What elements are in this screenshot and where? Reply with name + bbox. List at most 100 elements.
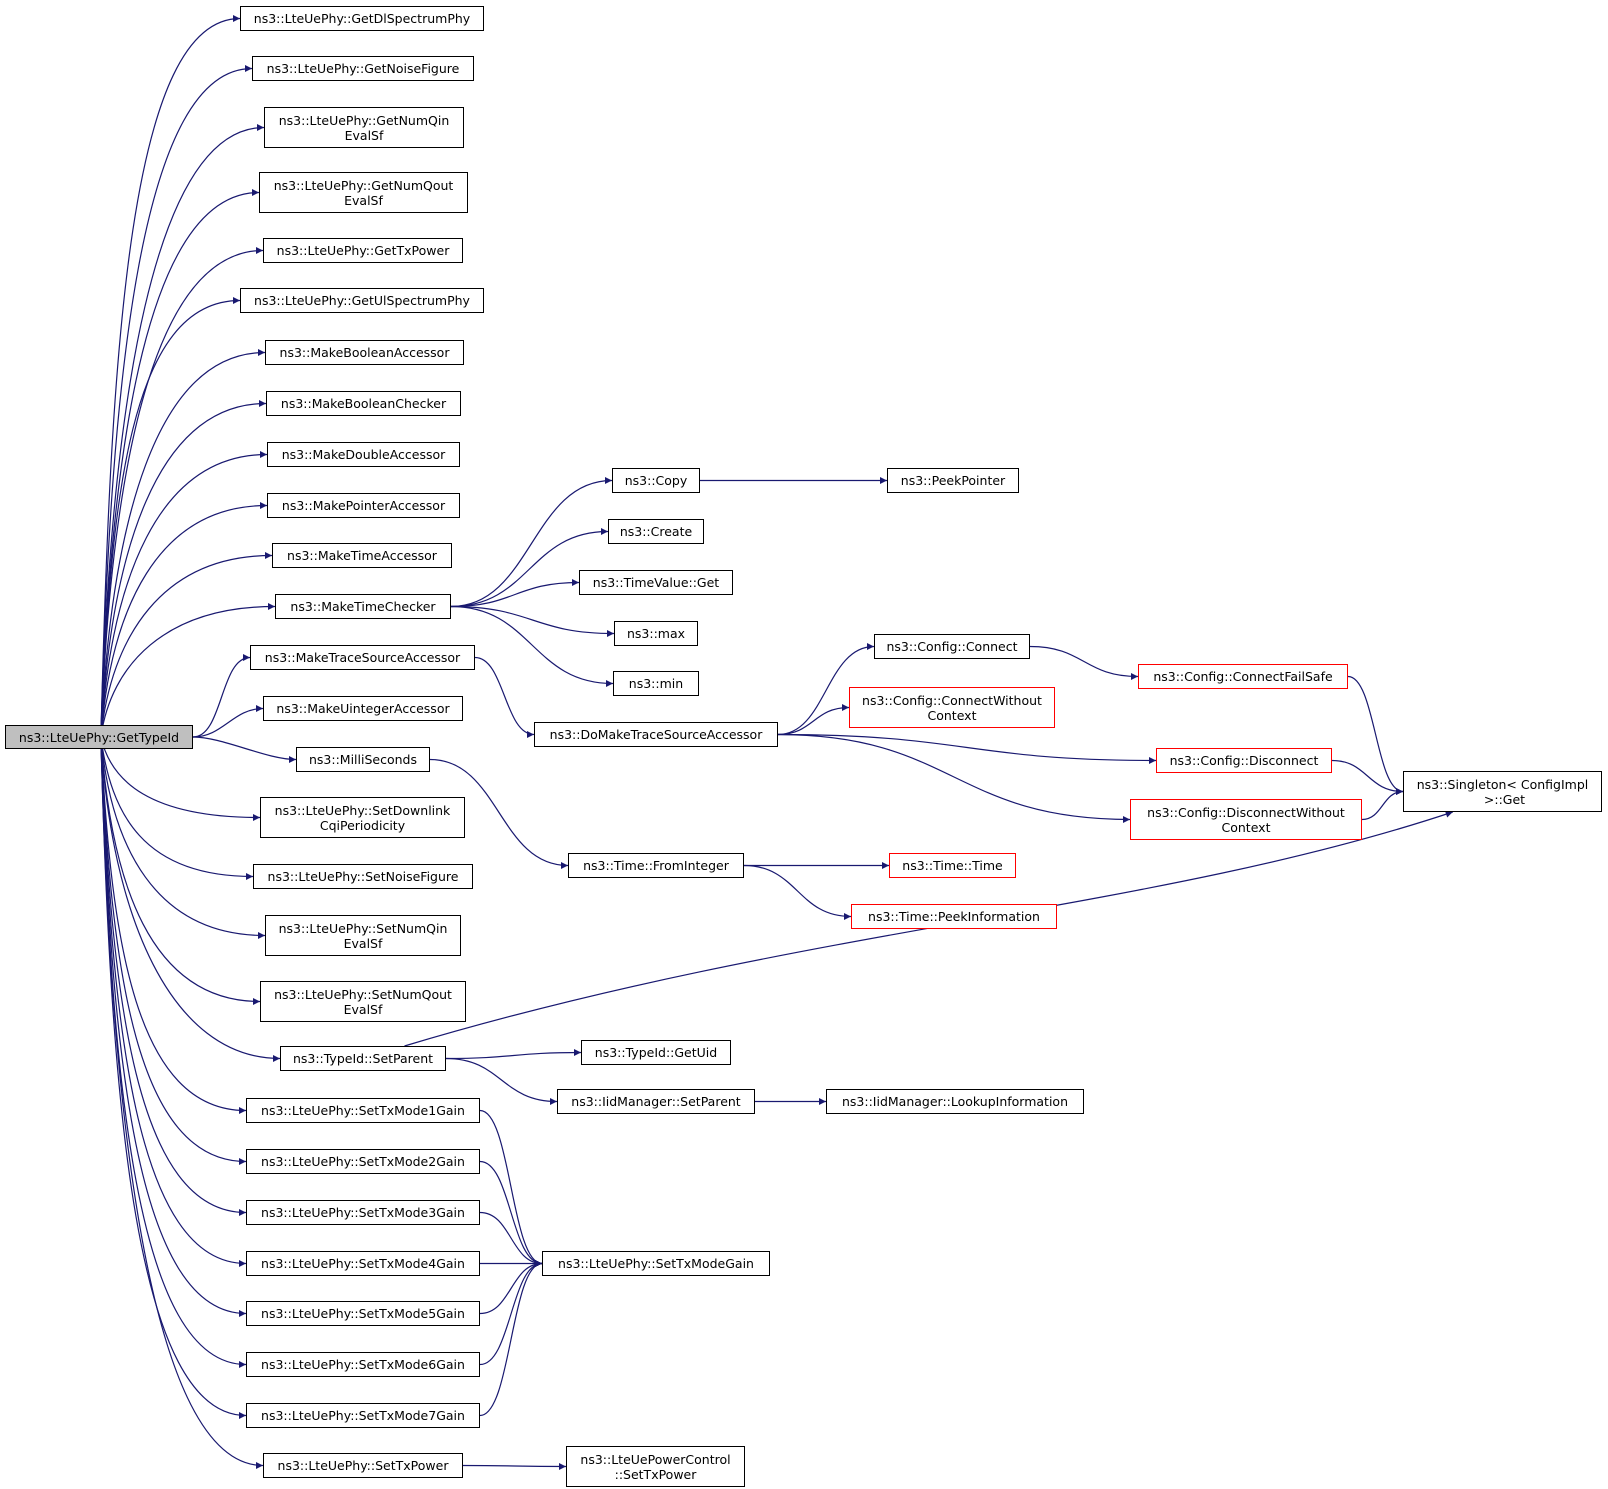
node-cfg-connect-wc[interactable]: ns3::Config::ConnectWithout Context (849, 687, 1055, 728)
node-do-mk-trace[interactable]: ns3::DoMakeTraceSourceAccessor (534, 722, 778, 747)
edge-type-id-set-parent-to-iid-set-parent (445, 1057, 558, 1105)
edge-root-to-get-noise (100, 65, 253, 738)
node-cfg-connect-fs[interactable]: ns3::Config::ConnectFailSafe (1138, 664, 1348, 689)
edge-root-to-mk-time-acc (100, 552, 273, 738)
node-set-noise[interactable]: ns3::LteUePhy::SetNoiseFigure (253, 864, 473, 889)
node-set-num-qin[interactable]: ns3::LteUePhy::SetNumQin EvalSf (265, 915, 461, 956)
node-set-tx6[interactable]: ns3::LteUePhy::SetTxMode6Gain (246, 1352, 480, 1377)
node-mk-trace-acc[interactable]: ns3::MakeTraceSourceAccessor (250, 645, 475, 670)
node-mk-time-acc[interactable]: ns3::MakeTimeAccessor (272, 543, 452, 568)
node-set-tx4[interactable]: ns3::LteUePhy::SetTxMode4Gain (246, 1251, 480, 1276)
node-mk-dbl-acc[interactable]: ns3::MakeDoubleAccessor (267, 442, 460, 467)
edge-cfg-connect-to-cfg-connect-fs (1029, 645, 1139, 680)
node-set-tx2[interactable]: ns3::LteUePhy::SetTxMode2Gain (246, 1149, 480, 1174)
edge-root-to-mk-dbl-acc (100, 451, 268, 738)
edge-root-to-get-num-qin (100, 124, 265, 738)
edge-type-id-set-parent-to-type-id-get-uid (445, 1049, 582, 1060)
edge-root-to-get-dl (100, 15, 241, 738)
edge-type-id-set-parent-to-singleton-get (404, 810, 1453, 1047)
node-milli[interactable]: ns3::MilliSeconds (296, 747, 430, 772)
edge-milli-to-from-int (429, 758, 569, 869)
node-tv-get[interactable]: ns3::TimeValue::Get (579, 570, 733, 595)
node-root: ns3::LteUePhy::GetTypeId (5, 725, 193, 749)
edge-root-to-mk-trace-acc (192, 654, 251, 738)
node-set-tx1[interactable]: ns3::LteUePhy::SetTxMode1Gain (246, 1098, 480, 1123)
node-get-num-qin[interactable]: ns3::LteUePhy::GetNumQin EvalSf (264, 107, 464, 148)
node-get-noise[interactable]: ns3::LteUePhy::GetNoiseFigure (252, 56, 474, 81)
node-peek-ptr[interactable]: ns3::PeekPointer (887, 468, 1019, 493)
edge-root-to-mk-time-chk (100, 603, 276, 738)
edge-cfg-disconnect-wc-to-singleton-get (1361, 788, 1404, 821)
node-type-id-set-parent[interactable]: ns3::TypeId::SetParent (280, 1046, 446, 1071)
edge-set-tx6-to-set-tx-mode-gain (479, 1260, 543, 1366)
edge-root-to-mk-bool-chk (100, 400, 267, 738)
node-time-time[interactable]: ns3::Time::Time (889, 853, 1016, 878)
edge-root-to-set-tx6 (100, 736, 247, 1368)
node-get-ul[interactable]: ns3::LteUePhy::GetUlSpectrumPhy (240, 288, 484, 313)
edge-root-to-get-ul (100, 297, 241, 738)
node-cfg-disconnect[interactable]: ns3::Config::Disconnect (1156, 748, 1332, 773)
edge-root-to-set-tx5 (100, 736, 247, 1317)
node-get-tx-power[interactable]: ns3::LteUePhy::GetTxPower (263, 238, 463, 263)
edge-root-to-set-num-qout (100, 736, 261, 1005)
node-set-dl-cqi[interactable]: ns3::LteUePhy::SetDownlink CqiPeriodicit… (260, 797, 465, 838)
edge-mk-time-chk-to-tv-get (450, 579, 580, 608)
edge-do-mk-trace-to-cfg-connect-wc (777, 704, 850, 736)
node-set-tx3[interactable]: ns3::LteUePhy::SetTxMode3Gain (246, 1200, 480, 1225)
edge-root-to-set-tx3 (100, 736, 247, 1216)
node-iid-set-parent[interactable]: ns3::IidManager::SetParent (557, 1089, 755, 1114)
edge-root-to-mk-ptr-acc (100, 502, 268, 738)
node-from-int[interactable]: ns3::Time::FromInteger (568, 853, 744, 878)
node-mk-time-chk[interactable]: ns3::MakeTimeChecker (275, 594, 451, 619)
node-set-tx5[interactable]: ns3::LteUePhy::SetTxMode5Gain (246, 1301, 480, 1326)
node-mk-bool-chk[interactable]: ns3::MakeBooleanChecker (266, 391, 461, 416)
edge-root-to-mk-uint-acc (192, 705, 264, 738)
edge-mk-time-chk-to-max (450, 605, 615, 637)
node-mk-ptr-acc[interactable]: ns3::MakePointerAccessor (267, 493, 460, 518)
node-mk-uint-acc[interactable]: ns3::MakeUintegerAccessor (263, 696, 463, 721)
node-cfg-connect[interactable]: ns3::Config::Connect (874, 634, 1030, 659)
node-set-tx-mode-gain[interactable]: ns3::LteUePhy::SetTxModeGain (542, 1251, 770, 1276)
node-get-num-qout[interactable]: ns3::LteUePhy::GetNumQout EvalSf (259, 172, 468, 213)
node-create[interactable]: ns3::Create (608, 519, 704, 544)
node-singleton-get[interactable]: ns3::Singleton< ConfigImpl >::Get (1403, 771, 1602, 812)
edge-root-to-set-dl-cqi (100, 736, 261, 821)
edge-root-to-set-noise (100, 736, 254, 880)
node-get-dl[interactable]: ns3::LteUePhy::GetDlSpectrumPhy (240, 6, 484, 31)
node-mk-bool-acc[interactable]: ns3::MakeBooleanAccessor (265, 340, 464, 365)
edge-cfg-connect-fs-to-singleton-get (1347, 675, 1404, 795)
edge-set-tx3-to-set-tx-mode-gain (479, 1211, 543, 1267)
edge-do-mk-trace-to-cfg-connect (777, 643, 875, 736)
edge-set-tx-power-to-pc-set-tx-power (462, 1462, 567, 1470)
edge-root-to-type-id-set-parent (100, 736, 281, 1062)
node-pc-set-tx-power[interactable]: ns3::LteUePowerControl ::SetTxPower (566, 1446, 745, 1487)
edge-root-to-set-num-qin (100, 736, 266, 939)
edge-mk-time-chk-to-min (450, 605, 614, 687)
edge-from-int-to-peek-info (743, 864, 852, 920)
edge-set-tx2-to-set-tx-mode-gain (479, 1160, 543, 1267)
edge-mk-time-chk-to-create (450, 528, 609, 608)
node-iid-lookup[interactable]: ns3::IidManager::LookupInformation (826, 1089, 1084, 1114)
edge-set-tx7-to-set-tx-mode-gain (479, 1260, 543, 1417)
edge-root-to-get-tx-power (100, 247, 264, 738)
edge-mk-trace-acc-to-do-mk-trace (474, 656, 535, 738)
node-set-tx7[interactable]: ns3::LteUePhy::SetTxMode7Gain (246, 1403, 480, 1428)
edge-set-tx1-to-set-tx-mode-gain (479, 1109, 543, 1267)
node-max[interactable]: ns3::max (614, 621, 698, 646)
edge-do-mk-trace-to-cfg-disconnect-wc (777, 733, 1131, 823)
edge-root-to-milli (192, 736, 297, 763)
node-type-id-get-uid[interactable]: ns3::TypeId::GetUid (581, 1040, 731, 1065)
node-cfg-disconnect-wc[interactable]: ns3::Config::DisconnectWithout Context (1130, 799, 1362, 840)
node-set-tx-power[interactable]: ns3::LteUePhy::SetTxPower (263, 1453, 463, 1478)
node-copy[interactable]: ns3::Copy (612, 468, 700, 493)
node-set-num-qout[interactable]: ns3::LteUePhy::SetNumQout EvalSf (260, 981, 466, 1022)
node-min[interactable]: ns3::min (613, 671, 699, 696)
edge-root-to-set-tx2 (100, 736, 247, 1165)
edge-root-to-get-num-qout (100, 189, 260, 738)
edge-root-to-set-tx1 (100, 736, 247, 1114)
node-peek-info[interactable]: ns3::Time::PeekInformation (851, 904, 1057, 929)
edge-set-tx5-to-set-tx-mode-gain (479, 1260, 543, 1315)
edge-mk-time-chk-to-copy (450, 477, 613, 608)
